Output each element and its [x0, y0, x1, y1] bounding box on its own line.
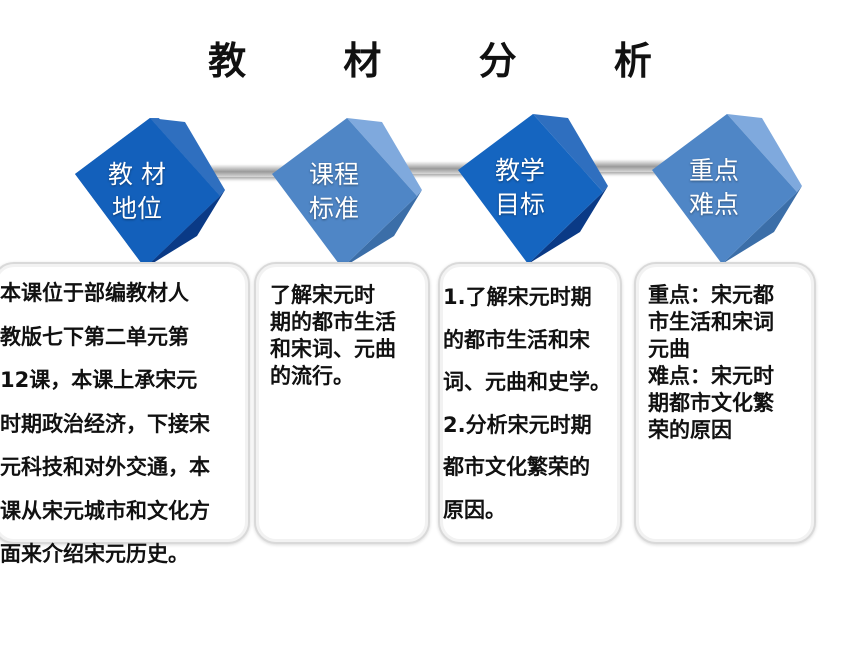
step-cube-1: 教 材 地位 — [65, 118, 225, 268]
card-curriculum-text: 了解宋元时 期的都市生活 和宋词、元曲 的流行。 — [270, 283, 396, 388]
card-objectives-text: 1.了解宋元时期 的都市生活和宋 词、元曲和史学。 2.分析宋元时期 都市文化繁… — [443, 285, 611, 522]
cube-shape-2 — [272, 118, 422, 268]
card-objectives — [438, 262, 622, 544]
card-key-points — [634, 262, 816, 544]
card-position-text: 本课位于部编教材人 教版七下第二单元第 12课，本课上承宋元 时期政治经济，下接… — [0, 281, 210, 566]
cube-shape-3 — [458, 114, 608, 264]
cube-shape-4 — [652, 114, 802, 264]
cube-shape-1 — [75, 118, 225, 268]
card-key-points-text: 重点：宋元都 市生活和宋词 元曲 难点：宋元时 期都市文化繁 荣的原因 — [648, 283, 774, 442]
page-title: 教 材 分 析 — [208, 39, 694, 83]
card-position — [0, 262, 250, 544]
step-label-4: 重点 难点 — [688, 156, 739, 219]
step-cube-4: 重点 难点 — [642, 114, 802, 264]
step-cube-3: 教学 目标 — [448, 114, 608, 264]
card-curriculum — [254, 262, 430, 544]
step-label-3: 教学 目标 — [494, 156, 545, 219]
step-label-1: 教 材 地位 — [108, 160, 166, 223]
step-label-2: 课程 标准 — [308, 160, 359, 223]
step-cube-2: 课程 标准 — [262, 118, 422, 268]
